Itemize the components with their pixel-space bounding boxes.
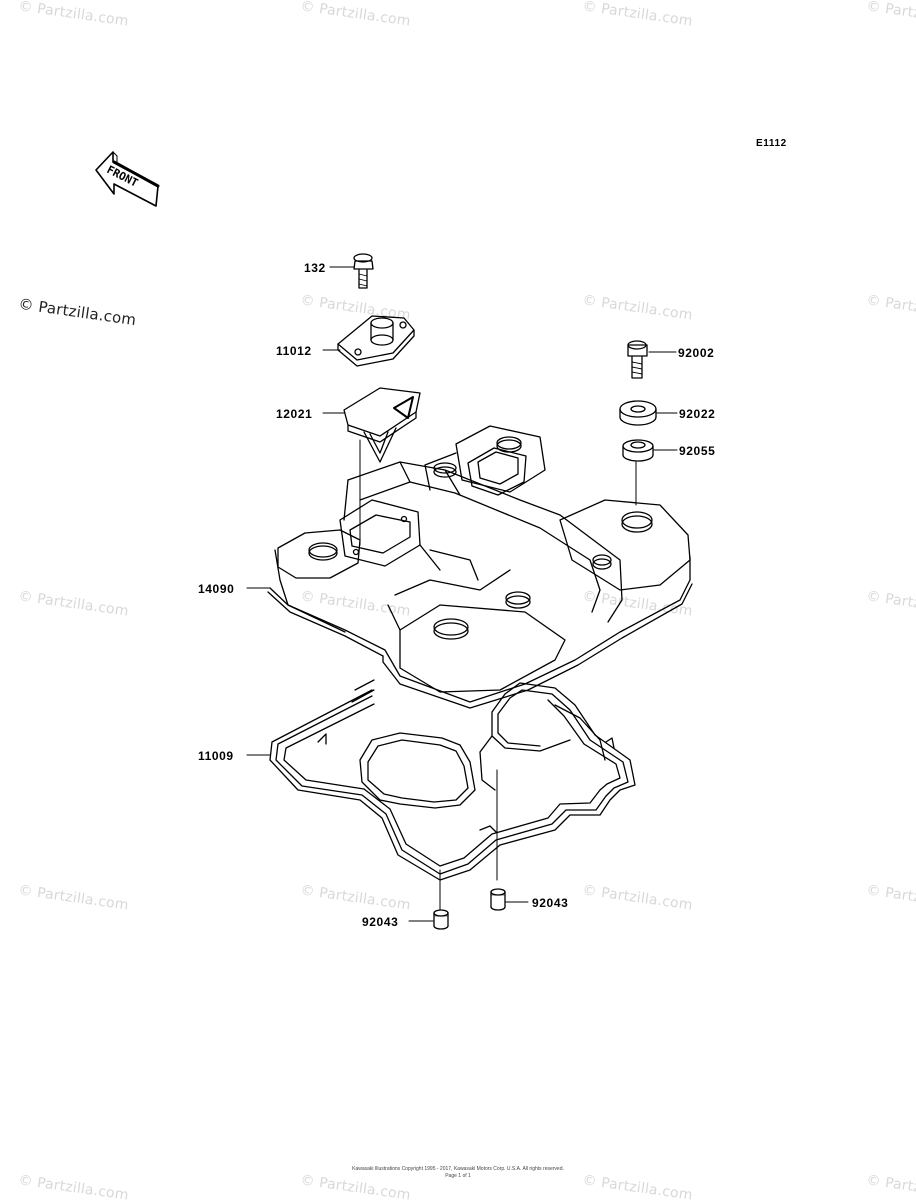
grommet-92055 [622,439,654,462]
callout-92022: 92022 [679,407,716,421]
callout-14090: 14090 [198,582,235,596]
dowel-pin-left [433,909,449,930]
gasket-11009 [269,679,636,881]
breather-cover-11012 [337,315,415,367]
copyright-line: Kawasaki Illustrations Copyright 1995 - … [352,1166,564,1172]
head-cover-14090 [267,425,693,709]
reed-plate-12021 [343,387,421,463]
bolt-132 [353,253,374,289]
callout-92043-right: 92043 [532,896,569,910]
callout-12021: 12021 [276,407,313,421]
washer-92022 [619,400,657,426]
callout-92043-left: 92043 [362,915,399,929]
callout-11009: 11009 [198,749,234,763]
callout-92055: 92055 [679,444,716,458]
copyright-line-2: Page 1 of 1 [445,1173,471,1179]
callout-132: 132 [304,261,326,275]
callout-11012: 11012 [276,344,312,358]
stud-bolt-92002 [627,340,648,379]
dowel-pin-right [490,888,506,911]
diagram-id: E1112 [756,138,787,149]
callout-92002: 92002 [678,346,715,360]
front-arrow-icon: FRONT [95,151,160,207]
